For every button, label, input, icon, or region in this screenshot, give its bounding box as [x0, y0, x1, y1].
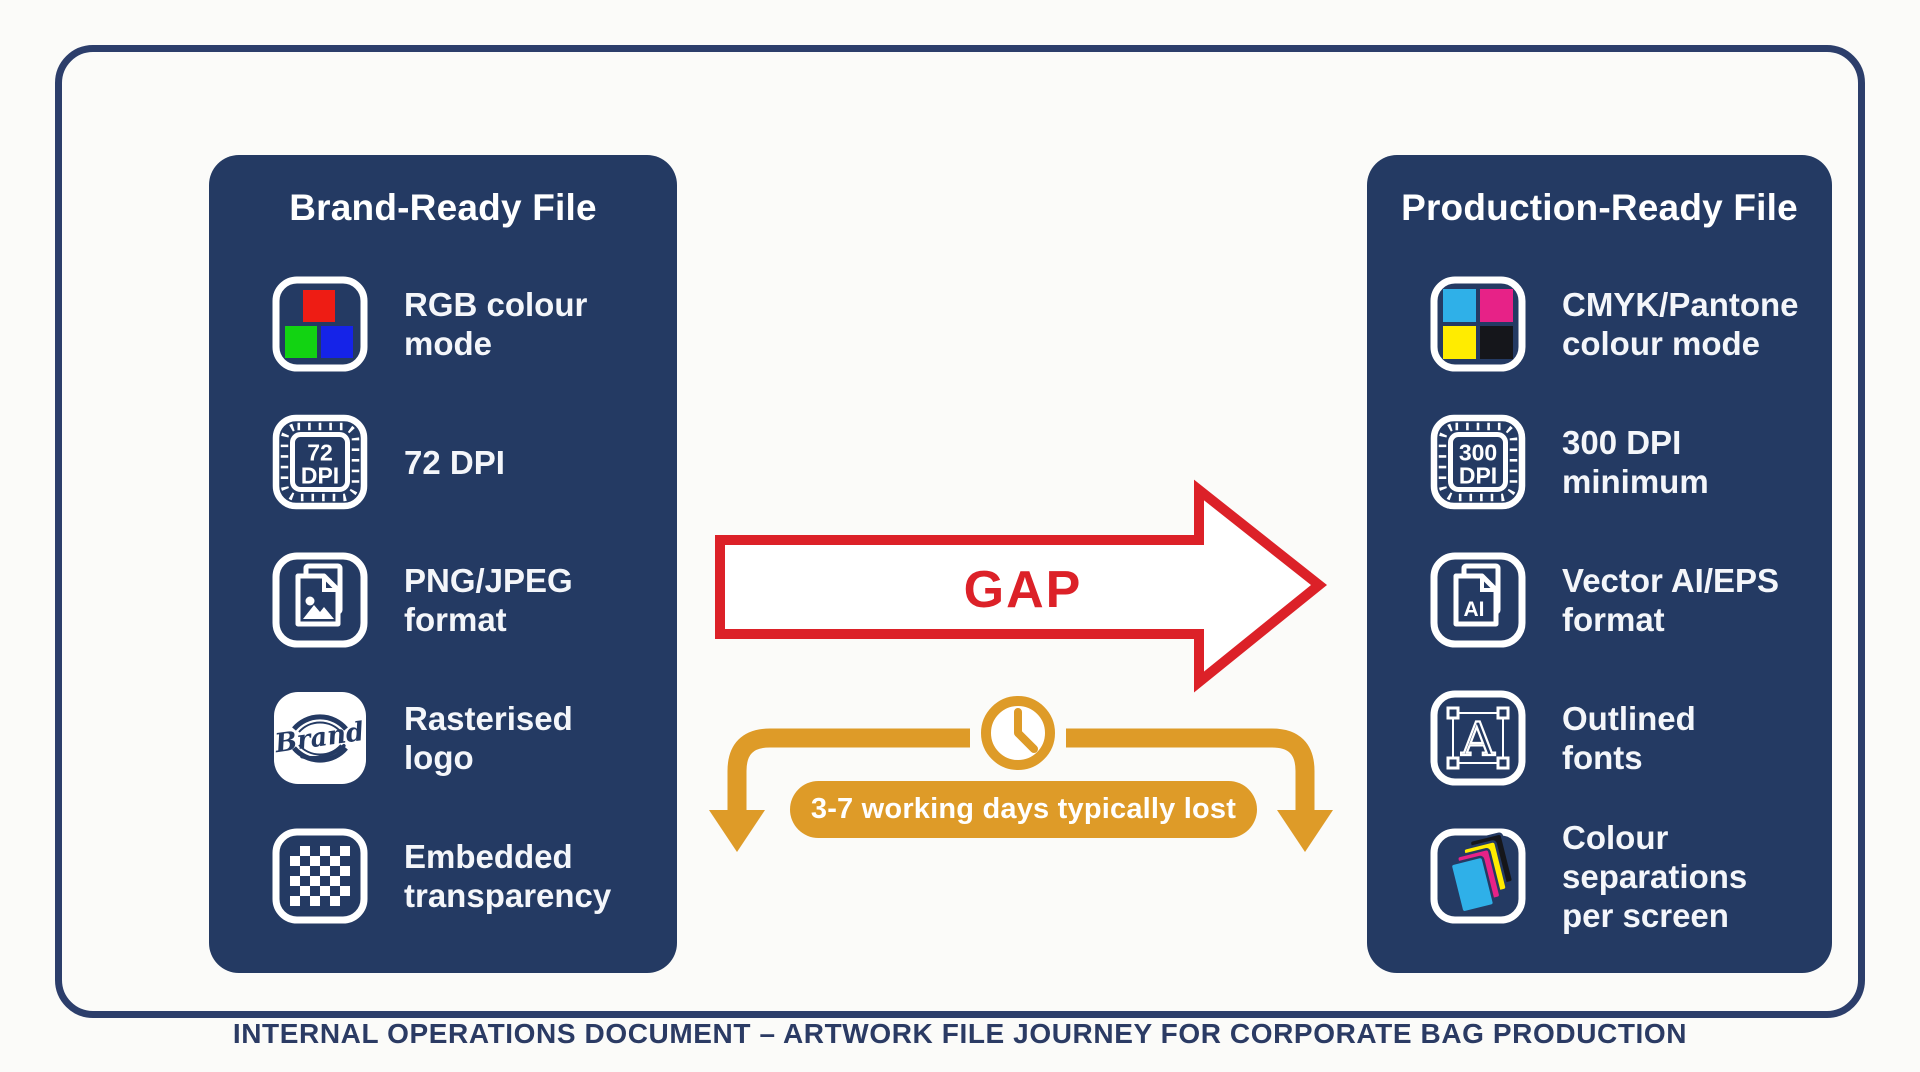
delay-bracket	[709, 696, 1333, 852]
down-arrow-right-icon	[1277, 810, 1333, 852]
down-arrow-left-icon	[709, 810, 765, 852]
production-ready-title: Production-Ready File	[1401, 187, 1798, 228]
svg-text:A: A	[1460, 712, 1495, 766]
svg-text:DPI: DPI	[301, 463, 339, 489]
rgb-squares-icon	[270, 274, 370, 374]
brand-badge-icon: Brand	[270, 688, 370, 788]
ai-files-icon: AI	[1428, 550, 1528, 650]
gap-label: GAP	[964, 561, 1083, 619]
footer-caption: INTERNAL OPERATIONS DOCUMENT – ARTWORK F…	[232, 1018, 1688, 1049]
delay-pill: 3-7 working days typically lost	[790, 781, 1257, 838]
outlined-font-icon: A	[1428, 688, 1528, 788]
brand-ready-title: Brand-Ready File	[289, 187, 597, 228]
spec-item-label: 72 DPI	[404, 443, 505, 481]
image-files-icon	[270, 550, 370, 650]
clock-icon	[981, 696, 1055, 770]
svg-text:DPI: DPI	[1459, 463, 1497, 489]
checkerboard-icon	[270, 826, 370, 926]
svg-text:72: 72	[307, 440, 333, 466]
gap-arrow: GAP	[715, 479, 1328, 693]
svg-text:300: 300	[1459, 440, 1497, 466]
cmyk-squares-icon	[1428, 274, 1528, 374]
svg-text:AI: AI	[1464, 598, 1485, 621]
colour-layers-icon	[1428, 826, 1528, 926]
